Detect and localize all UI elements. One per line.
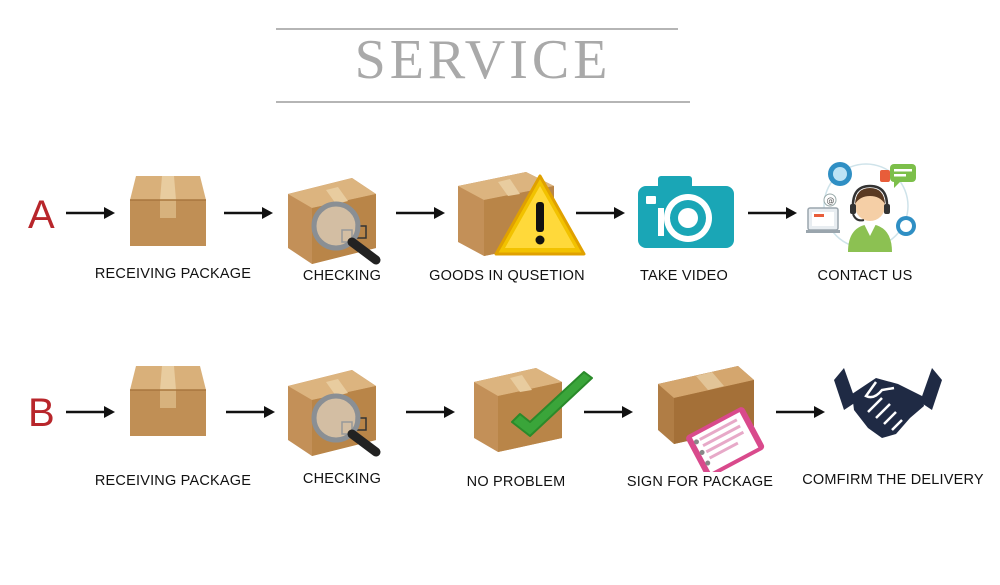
camera-icon: [638, 176, 734, 248]
handshake-icon: [834, 368, 942, 438]
row-a-label-5: CONTACT US: [817, 268, 913, 284]
row-a-arrow-5: [748, 207, 797, 219]
row-b-arrow-3: [406, 406, 455, 418]
row-a-step-2: [286, 164, 406, 268]
row-a-label-4: TAKE VIDEO: [640, 268, 728, 284]
svg-text:@: @: [827, 196, 835, 205]
box-magnifier-icon: [288, 178, 381, 265]
box-checkmark-icon: [474, 368, 593, 452]
box-magnifier-icon: [288, 370, 381, 457]
row-b-label-4: SIGN FOR PACKAGE: [626, 474, 774, 490]
row-a-label-2: CHECKING: [302, 268, 382, 284]
row-a-arrow-2: [224, 207, 273, 219]
row-a-label-1: RECEIVING PACKAGE: [94, 266, 252, 282]
row-a-label-3: GOODS IN QUSETION: [429, 268, 585, 284]
title-top-line: [276, 28, 678, 30]
row-a-step-4: [636, 172, 736, 250]
row-b-label-2: CHECKING: [302, 471, 382, 487]
row-a-step-5: @: [806, 156, 924, 254]
row-b-label-3: NO PROBLEM: [466, 474, 566, 490]
row-a-step-3: [456, 158, 588, 262]
title-bottom-line: [276, 101, 690, 103]
box-notebook-icon: [658, 366, 765, 472]
row-b-step-5: [832, 366, 944, 446]
row-b-label-5: COMFIRM THE DELIVERY: [802, 472, 984, 488]
row-b-step-3: [472, 356, 598, 458]
row-a-letter: A: [28, 193, 55, 237]
row-b-arrow-1: [66, 406, 115, 418]
row-a-arrow-3: [396, 207, 445, 219]
closed-box-icon: [130, 366, 206, 436]
row-b-letter: B: [28, 391, 55, 435]
row-b-step-1: [126, 362, 210, 440]
customer-service-icon: @: [806, 162, 916, 252]
row-b-arrow-4: [584, 406, 633, 418]
page-title: SERVICE: [354, 29, 612, 91]
box-warning-icon: [458, 172, 586, 256]
row-b-label-1: RECEIVING PACKAGE: [94, 473, 252, 489]
row-b-step-4: [656, 362, 768, 472]
row-b-arrow-2: [226, 406, 275, 418]
row-a-step-1: [126, 172, 210, 250]
row-b-step-2: [286, 356, 406, 460]
row-b-arrow-5: [776, 406, 825, 418]
row-a-arrow-4: [576, 207, 625, 219]
row-a-arrow-1: [66, 207, 115, 219]
closed-box-icon: [130, 176, 206, 246]
